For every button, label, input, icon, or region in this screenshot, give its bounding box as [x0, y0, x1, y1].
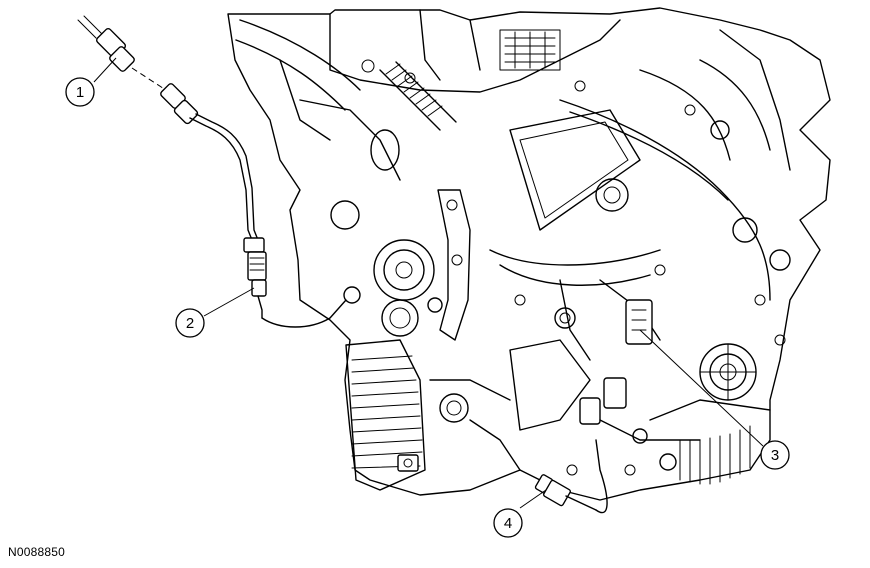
- engine-assembly: [227, 7, 831, 501]
- callout-circle: [65, 77, 95, 107]
- callout-circle: [175, 308, 205, 338]
- figure-id: N0088850: [8, 545, 65, 559]
- callout-1: 1: [65, 77, 95, 107]
- leader-line-3: [639, 329, 764, 447]
- callout-number: 4: [504, 515, 512, 532]
- callout-number: 1: [76, 84, 84, 101]
- downstream-sensor: [534, 439, 608, 514]
- leader-line-2: [203, 287, 255, 317]
- leader-lines: [93, 57, 764, 509]
- callout-number: 2: [186, 315, 194, 332]
- leader-line-1: [93, 57, 117, 83]
- callout-3: 3: [760, 440, 790, 470]
- callout-number: 3: [771, 447, 779, 464]
- callout-2: 2: [175, 308, 205, 338]
- callout-4: 4: [493, 508, 523, 538]
- oxygen-sensor-harness: [77, 15, 347, 328]
- callout-circle: [493, 508, 523, 538]
- leader-line-4: [519, 489, 547, 509]
- callout-circle: [760, 440, 790, 470]
